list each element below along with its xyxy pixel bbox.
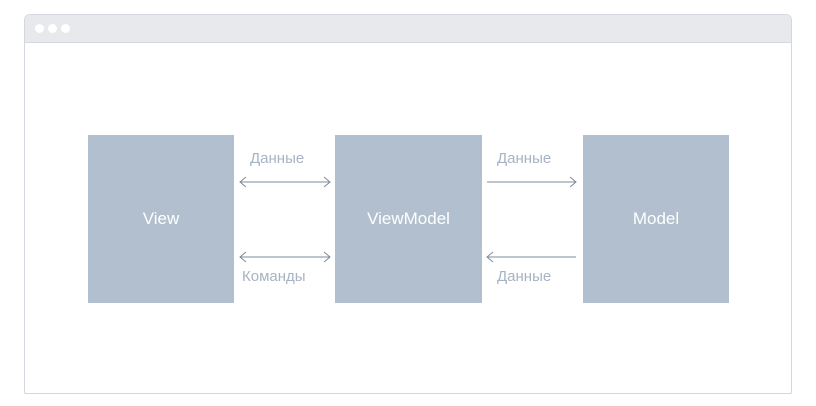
window-dot-3[interactable] xyxy=(61,24,70,33)
label-view-vm-data: Данные xyxy=(250,150,305,167)
window-dot-2[interactable] xyxy=(48,24,57,33)
view-block: View xyxy=(88,135,234,303)
diagram-canvas: View ViewModel Model Данные Команды Данн… xyxy=(25,43,791,393)
label-view-vm-commands: Команды xyxy=(242,268,306,285)
double-arrow-commands xyxy=(239,251,331,263)
browser-window: View ViewModel Model Данные Команды Данн… xyxy=(24,14,792,394)
window-dot-1[interactable] xyxy=(35,24,44,33)
window-titlebar xyxy=(25,15,791,43)
model-block: Model xyxy=(583,135,729,303)
label-vm-model-data: Данные xyxy=(497,150,552,167)
viewmodel-block: ViewModel xyxy=(335,135,482,303)
arrow-to-viewmodel xyxy=(486,251,576,263)
connector-arrows xyxy=(239,176,577,263)
arrow-to-model xyxy=(487,176,577,188)
label-model-vm-data: Данные xyxy=(497,268,552,285)
double-arrow-data xyxy=(239,176,331,188)
